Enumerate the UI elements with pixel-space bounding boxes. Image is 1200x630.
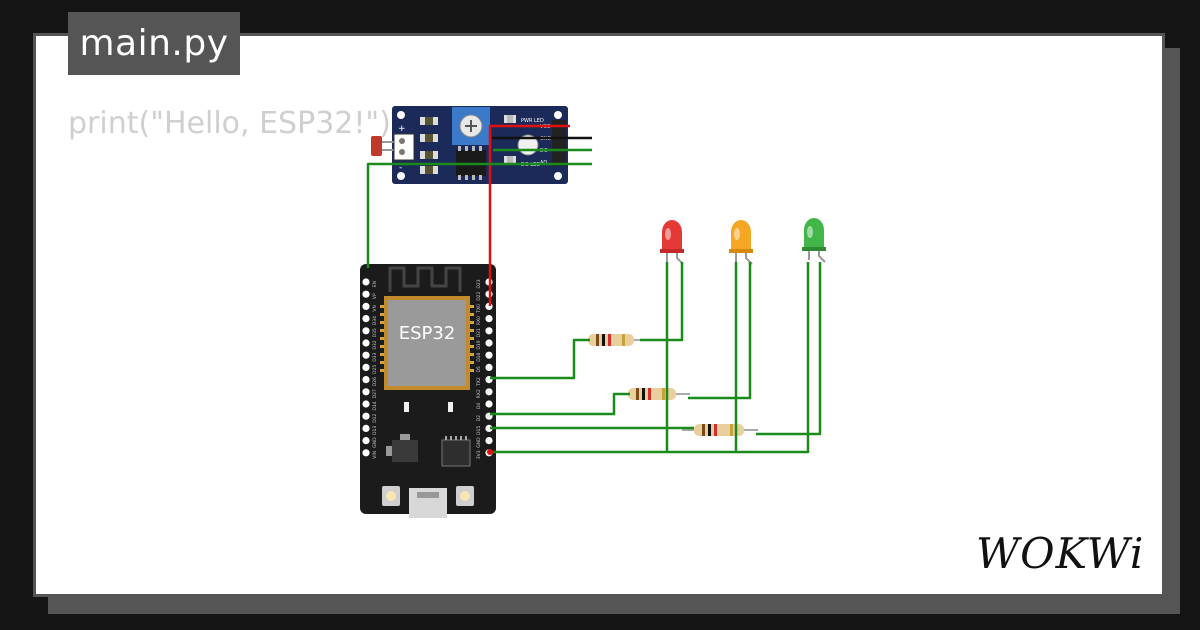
right-pin-label: D4 — [476, 403, 482, 409]
wires — [366, 124, 822, 454]
right-pin-label: TX0 — [476, 304, 482, 314]
left-pin-label: GND — [372, 437, 378, 448]
photoresistor — [371, 136, 382, 156]
left-pin-0[interactable] — [362, 278, 370, 286]
right-pin-label: D19 — [476, 340, 482, 349]
left-pin-10[interactable] — [362, 400, 370, 408]
left-pin-8[interactable] — [362, 376, 370, 384]
left-pin-4[interactable] — [362, 327, 370, 335]
sensor-pin-plus: + — [398, 124, 406, 134]
right-pin-4[interactable] — [485, 327, 493, 335]
wokwi-logo-text: WOKWi — [976, 529, 1144, 578]
left-pin-12[interactable] — [362, 424, 370, 432]
green-led[interactable] — [802, 218, 826, 263]
right-pin-9[interactable] — [485, 388, 493, 396]
right-pin-label: D2 — [476, 415, 482, 421]
ldr-sensor-module[interactable]: + - PWR LED DO LED VCC GND DO AO — [371, 106, 568, 184]
resistor-2[interactable] — [616, 388, 690, 400]
code-line[interactable]: print("Hello, ESP32!") — [68, 106, 391, 141]
left-pin-label: D26 — [372, 377, 378, 386]
left-pin-7[interactable] — [362, 363, 370, 371]
wire-ground-bus — [490, 262, 810, 454]
left-pin-3[interactable] — [362, 315, 370, 323]
resistor-3[interactable] — [682, 424, 758, 436]
left-pin-label: D33 — [372, 352, 378, 361]
right-pin-label: D23 — [476, 279, 482, 288]
right-pin-13[interactable] — [485, 437, 493, 445]
left-pin-1[interactable] — [362, 290, 370, 298]
left-pin-label: VP — [372, 293, 378, 299]
left-pin-label: D27 — [372, 389, 378, 398]
wire-r3-led — [756, 262, 822, 436]
wire-r2 — [490, 392, 630, 416]
left-pin-2[interactable] — [362, 302, 370, 310]
right-pin-label: RX2 — [476, 389, 482, 398]
wokwi-logo: WOKWi — [976, 529, 1144, 578]
right-pin-label: TX2 — [476, 377, 482, 387]
wire-ao — [366, 162, 592, 268]
right-pin-label: D21 — [476, 328, 482, 337]
right-pin-7[interactable] — [485, 363, 493, 371]
right-pin-label: D18 — [476, 352, 482, 361]
wire-r1-led — [640, 262, 684, 342]
file-tab[interactable]: main.py — [68, 12, 240, 75]
wire-r1 — [490, 338, 590, 380]
chip-label: ESP32 — [399, 323, 456, 344]
esp32-board[interactable]: ESP32 ENVPVND34D35D32D33D25D26D27D14D12D… — [360, 264, 496, 518]
left-pin-label: D32 — [372, 340, 378, 349]
left-pin-label: VIN — [372, 451, 378, 459]
right-pin-label: RX0 — [476, 316, 482, 325]
left-pin-label: D13 — [372, 426, 378, 435]
right-pin-3[interactable] — [485, 315, 493, 323]
left-pin-label: D25 — [372, 365, 378, 374]
voltage-regulator — [392, 440, 418, 462]
right-pin-label: D15 — [476, 426, 482, 435]
simulation-canvas[interactable] — [33, 33, 1165, 597]
left-pin-11[interactable] — [362, 412, 370, 420]
wire-r2-led — [688, 262, 752, 400]
sensor-pin-minus: - — [399, 163, 402, 173]
right-pin-6[interactable] — [485, 351, 493, 359]
right-pin-10[interactable] — [485, 400, 493, 408]
left-pin-label: D34 — [372, 316, 378, 325]
left-pin-label: VN — [372, 305, 378, 311]
left-pin-label: D35 — [372, 328, 378, 337]
left-pin-5[interactable] — [362, 339, 370, 347]
esp32-chip — [388, 300, 466, 386]
left-pin-6[interactable] — [362, 351, 370, 359]
pwr-led-label: PWR LED — [521, 118, 544, 124]
left-pin-label: D12 — [372, 413, 378, 422]
left-pin-label: EN — [372, 281, 378, 287]
right-pin-5[interactable] — [485, 339, 493, 347]
right-pin-label: 3V3 — [476, 450, 482, 459]
right-pin-label: D22 — [476, 291, 482, 300]
left-pin-9[interactable] — [362, 388, 370, 396]
right-pin-label: D5 — [476, 366, 482, 372]
red-led[interactable] — [660, 220, 684, 265]
left-pin-13[interactable] — [362, 437, 370, 445]
right-pin-12[interactable] — [485, 424, 493, 432]
left-pin-label: D14 — [372, 401, 378, 410]
wire-vcc — [488, 124, 570, 306]
right-pin-label: GND — [476, 437, 482, 448]
yellow-led[interactable] — [729, 220, 753, 265]
left-pin-14[interactable] — [362, 449, 370, 457]
